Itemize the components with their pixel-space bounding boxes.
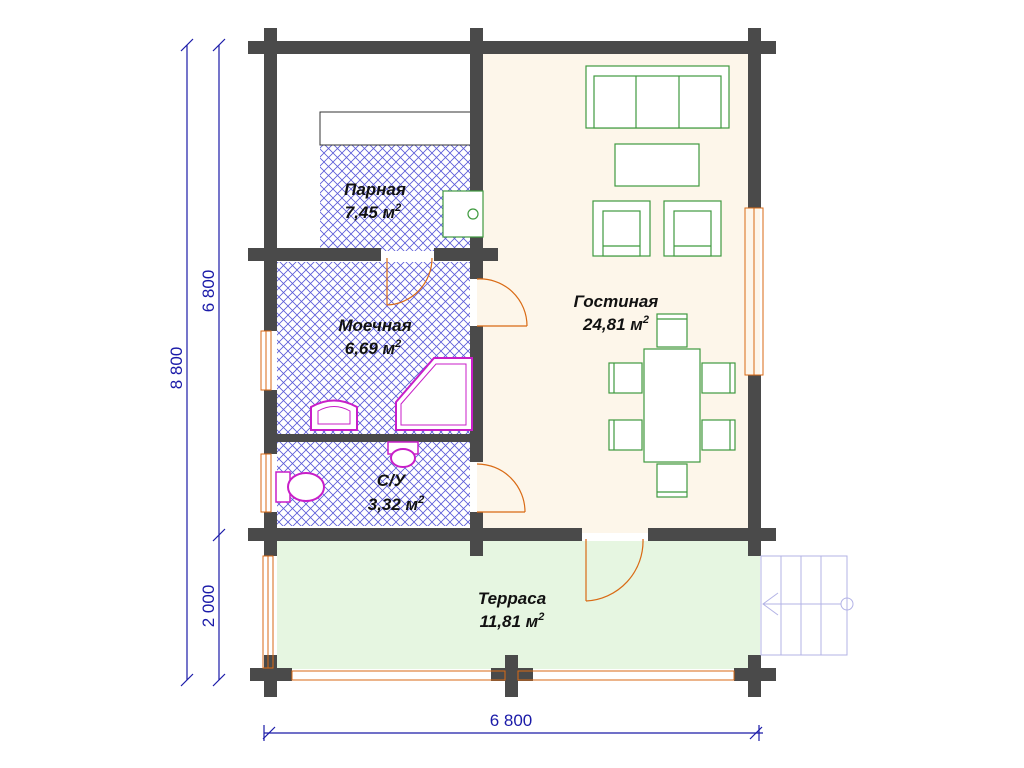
- room-label-terrasa: Терраса 11,81 м2: [478, 589, 546, 631]
- bathroom-door: [476, 463, 526, 513]
- room-name: Парная: [344, 180, 406, 199]
- chair-bottom: [656, 463, 688, 498]
- room-area: 6,69 м2: [345, 338, 402, 358]
- dimension-house-height: 6 800: [199, 270, 218, 313]
- chair-left-1: [608, 362, 643, 394]
- room-label-moechnaya: Моечная 6,69 м2: [338, 316, 411, 358]
- room-label-gostinaya: Гостиная 24,81 м2: [574, 292, 659, 334]
- living-room-floor: [477, 52, 760, 533]
- room-name: С/У: [377, 471, 407, 490]
- sauna-stove: [442, 190, 484, 238]
- chair-top: [656, 313, 688, 348]
- steam-room-bench: [319, 111, 473, 146]
- doors: [386, 257, 644, 602]
- steam-room-door: [386, 257, 433, 306]
- washroom-door: [476, 278, 528, 327]
- sofa: [585, 65, 730, 129]
- dining-table: [643, 348, 701, 463]
- washroom-sink: [310, 399, 358, 431]
- chair-right-2: [701, 419, 736, 451]
- coffee-table: [614, 143, 700, 187]
- living-room-furniture: [585, 65, 736, 498]
- room-area: 3,32 м2: [368, 494, 425, 514]
- entrance-door: [585, 538, 644, 602]
- dimension-terrace-height: 2 000: [199, 585, 218, 628]
- room-name: Терраса: [478, 589, 546, 608]
- chair-left-2: [608, 419, 643, 451]
- shower-cabin: [395, 357, 473, 431]
- armchair-left: [592, 200, 651, 257]
- room-area: 11,81 м2: [480, 611, 545, 631]
- room-label-parnaya: Парная 7,45 м2: [344, 180, 406, 222]
- room-area: 24,81 м2: [582, 314, 649, 334]
- room-name: Моечная: [338, 316, 411, 335]
- dimension-total-height: 8 800: [167, 347, 186, 390]
- walls: [248, 28, 776, 697]
- windows-and-railings: [260, 207, 764, 681]
- toilet: [275, 471, 325, 503]
- dimension-lines: [180, 38, 763, 741]
- room-label-su: С/У 3,32 м2: [368, 471, 425, 514]
- terrace-stairs: [760, 555, 854, 656]
- bathroom-sink: [387, 441, 419, 468]
- room-name: Гостиная: [574, 292, 659, 311]
- sanitary-fixtures: [275, 357, 473, 503]
- dimension-total-width: 6 800: [490, 711, 533, 730]
- room-area: 7,45 м2: [345, 202, 402, 222]
- terrace-floor: [277, 541, 760, 669]
- chair-right-1: [701, 362, 736, 394]
- armchair-right: [663, 200, 722, 257]
